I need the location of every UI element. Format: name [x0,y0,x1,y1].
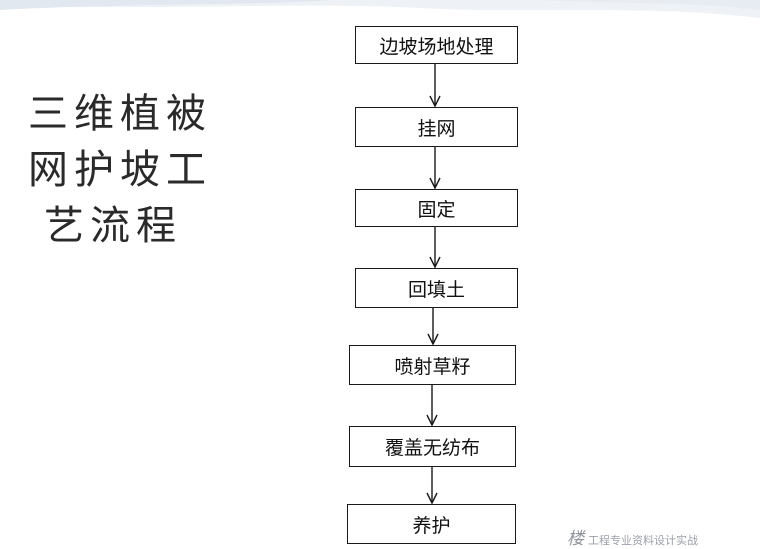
step-box-fix: 固定 [355,189,518,227]
title-line-2: 网护坡工 [28,147,212,193]
title-line-1: 三维植被 [28,91,212,137]
title-line-3: 艺流程 [44,203,182,249]
page-title: 三维植被 网护坡工 艺流程 [28,86,228,254]
step-box-slope-preparation: 边坡场地处理 [355,26,518,64]
step-box-cover-nonwoven: 覆盖无纺布 [349,426,516,467]
watermark-text: 工程专业资料设计实战 [588,534,698,547]
watermark-mark: 楼 [567,529,584,549]
watermark: 楼工程专业资料设计实战 [567,524,698,549]
step-box-hang-net: 挂网 [355,107,518,147]
step-box-maintenance: 养护 [347,504,516,544]
step-box-spray-seeds: 喷射草籽 [349,345,516,385]
step-box-backfill-soil: 回填土 [355,268,518,308]
